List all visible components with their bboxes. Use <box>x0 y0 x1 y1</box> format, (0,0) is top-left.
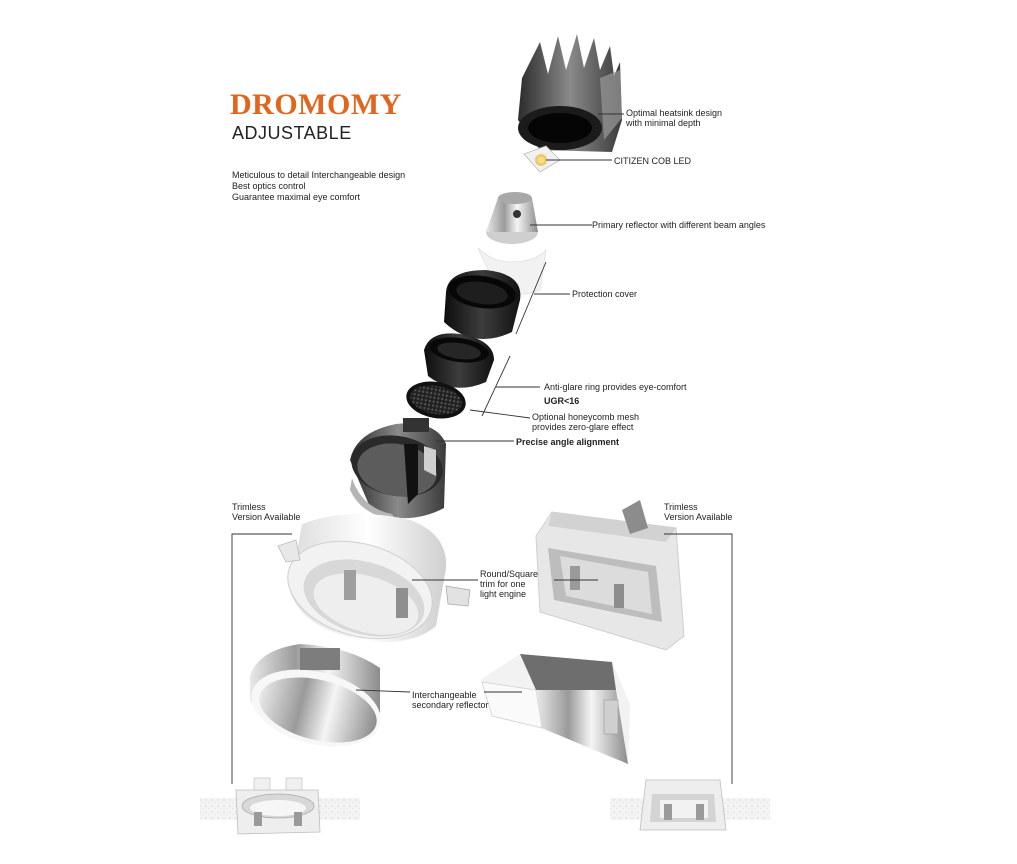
anti-glare-ring-part <box>424 333 494 388</box>
callout-trimless-right: Trimless Version Available <box>664 502 732 522</box>
product-subtitle: ADJUSTABLE <box>232 123 352 143</box>
callout-honeycomb: Optional honeycomb mesh provides zero-gl… <box>532 412 639 432</box>
callout-secondary-reflector: Interchangeable secondary reflector <box>412 690 489 710</box>
feature-item: Best optics control <box>232 181 306 191</box>
trimless-round-install <box>200 777 360 835</box>
brand-title: DROMOMY <box>230 88 402 121</box>
callout-honeycomb-line1: Optional honeycomb mesh <box>532 412 640 422</box>
callout-trimless-left-line2: Version Available <box>232 512 301 522</box>
callout-trim: Round/Square trim for one light engine <box>480 569 538 599</box>
feature-item: Meticulous to detail Interchangeable des… <box>232 170 406 180</box>
callout-trim-line3: light engine <box>480 589 527 599</box>
callout-secondary-line2: secondary reflector <box>412 700 489 710</box>
trimless-square-install <box>610 779 770 831</box>
leader-lines <box>231 113 733 784</box>
feature-list: Meticulous to detail Interchangeable des… <box>232 170 405 203</box>
housing-part <box>350 418 446 520</box>
callout-trimless-right-line1: Trimless <box>664 502 698 512</box>
callout-ugr: UGR<16 <box>544 396 580 406</box>
callout-honeycomb-line2: provides zero-glare effect <box>532 422 634 432</box>
callout-trimless-right-line2: Version Available <box>664 512 733 522</box>
round-trim-part <box>277 513 471 643</box>
callout-cob-led: CITIZEN COB LED <box>614 156 692 166</box>
round-secondary-reflector-part <box>250 644 381 747</box>
callout-heatsink: Optimal heatsink design with minimal dep… <box>626 108 722 128</box>
callout-trim-line1: Round/Square <box>480 569 539 579</box>
callout-secondary-line1: Interchangeable <box>412 690 477 700</box>
square-trim-part <box>535 500 685 651</box>
feature-item: Guarantee maximal eye comfort <box>232 192 361 202</box>
callout-anti-glare: Anti-glare ring provides eye-comfort <box>544 382 687 392</box>
callout-trim-line2: trim for one <box>480 579 526 589</box>
callout-trimless-left-line1: Trimless <box>232 502 266 512</box>
square-secondary-reflector-part <box>480 654 630 764</box>
protection-cover-part <box>444 270 521 340</box>
callout-angle-alignment: Precise angle alignment <box>516 437 620 447</box>
callout-protection-cover: Protection cover <box>572 289 638 299</box>
honeycomb-mesh-part <box>406 381 466 419</box>
callout-heatsink-line2: with minimal depth <box>626 118 701 128</box>
callout-trimless-left: Trimless Version Available <box>232 502 300 522</box>
heatsink-part <box>518 34 622 152</box>
callout-heatsink-line1: Optimal heatsink design <box>626 108 723 118</box>
callout-primary-reflector: Primary reflector with different beam an… <box>592 220 766 230</box>
